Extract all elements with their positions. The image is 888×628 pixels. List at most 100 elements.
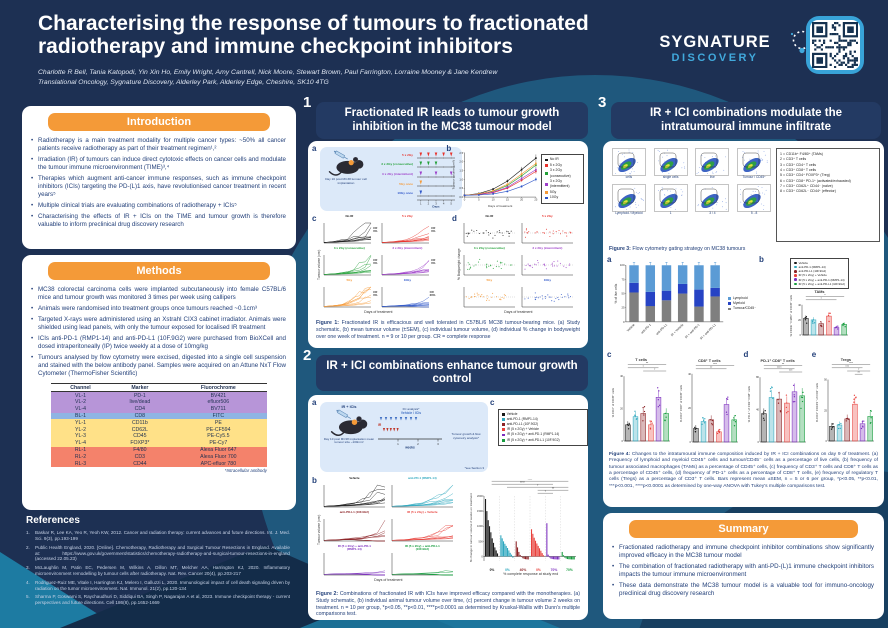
- reference-item: 1.Baskar R, Lee KA, Yeo R, Yeoh KW, 2012…: [26, 530, 290, 542]
- antibody-table-cell: BL-1: [75, 413, 86, 420]
- regimen-row: 5Gy once: [369, 180, 459, 189]
- regimen-name: 5Gy once: [399, 181, 413, 186]
- flow-plot-single cells: single cells: [651, 148, 691, 181]
- mini-plot-chart: [392, 553, 454, 576]
- legend-marker: [502, 433, 505, 437]
- methods-card: Methods •MC38 colorectal carcinoma cells…: [22, 255, 296, 510]
- bullet-item: •Tumours analysed by flow cytometry were…: [31, 354, 286, 378]
- svg-text:40: 40: [620, 374, 623, 378]
- svg-text:0: 0: [482, 554, 484, 558]
- bullet-item: •Targeted X-rays were administered using…: [31, 316, 286, 332]
- reference-number: 2.: [26, 544, 30, 550]
- svg-text:100: 100: [620, 263, 625, 267]
- flow-plot-chart: [612, 184, 646, 212]
- mini-plot-title: 10Gy: [543, 279, 552, 282]
- legend-item: 3 x 2Gy (consecutive): [545, 168, 580, 179]
- x-axis-label: Days of treatment: [374, 578, 403, 582]
- mini-plot-title: 5 x 2Gy: [402, 215, 413, 218]
- svg-text:500: 500: [479, 539, 484, 543]
- reference-text: Sharma P, Goswami S, Raychaudhuri D, Sid…: [35, 594, 290, 606]
- x-axis-label: % complete response at study end: [503, 572, 559, 576]
- antibody-table-header: Marker: [110, 383, 170, 393]
- mini-plot-3 x 2Gy (consecutive): 3 x 2Gy (consecutive)CR0%: [321, 247, 377, 278]
- mini-plot-chart: [382, 287, 430, 308]
- mini-scatter-chart: [522, 287, 574, 308]
- legend-marker: [794, 265, 797, 269]
- mini-plot-chart: [382, 255, 430, 276]
- regimen-row: 3 x 2Gy (intermittent): [369, 170, 459, 179]
- svg-text:*: *: [654, 367, 656, 371]
- flow-plot-chart: [737, 148, 771, 176]
- svg-text:20: 20: [688, 406, 691, 410]
- svg-text:*: *: [642, 364, 644, 368]
- cr-percent: 70%: [566, 568, 573, 572]
- antibody-table-cell: VL-4: [75, 406, 86, 413]
- legend-label: Tumour/CD45⁻: [733, 306, 756, 311]
- section2-number: 2: [303, 347, 312, 364]
- mini-plot-title: 3 x 2Gy (consecutive): [333, 247, 365, 250]
- gating-legend-item: 2 = CD3⁺ T cells: [780, 157, 807, 162]
- legend-item: IR (5 x 2Gy) + anti-PD-1 (RMP1-14): [502, 432, 584, 437]
- figure2-caption: Figure 2: Combinations of fractionated I…: [312, 590, 584, 618]
- antibody-table-cell: PE: [214, 419, 222, 426]
- section3-number: 3: [598, 94, 607, 111]
- legend-label: anti-PD-1 (RMP1-14): [798, 264, 826, 269]
- schematic-footnote: *see Section 3: [464, 466, 484, 470]
- cr-percent: 0%: [505, 568, 510, 572]
- qr-code-pattern: [810, 20, 860, 70]
- antibody-table-cell: BV711: [210, 406, 226, 413]
- cr-percent: 0%: [536, 568, 541, 572]
- reference-item: 5.Sharma P, Goswami S, Raychaudhuri D, S…: [26, 594, 290, 606]
- legend-item: anti-PD-L1 (10F.9G2): [794, 269, 845, 273]
- mini-plot-title: 5 x 2Gy: [542, 215, 553, 218]
- poster-authors: Charlotte R Bell, Tania Katopodi, Yin Xi…: [38, 69, 498, 76]
- mini-plot-title: 5Gy: [346, 279, 353, 282]
- svg-text:40: 40: [798, 303, 801, 307]
- panel-letter-c: c: [490, 398, 495, 407]
- svg-text:weeks: weeks: [404, 446, 415, 449]
- antibody-table-cell: live/dead: [129, 399, 151, 406]
- svg-text:1: 1: [397, 442, 399, 446]
- mini-plot-title: 10Gy: [403, 279, 412, 282]
- svg-text:**: **: [710, 365, 713, 369]
- panel-letter: e: [811, 349, 817, 359]
- regimen-name: 3 x 2Gy (consecutive): [381, 162, 413, 167]
- antibody-table-cell: efluor506: [207, 399, 230, 406]
- references-title: References: [26, 515, 80, 526]
- antibody-table-cell: YL-4: [75, 440, 86, 447]
- panel-letter-b: b: [312, 476, 317, 485]
- regimen-timeline: [417, 171, 455, 178]
- antibody-table-cell: Alexa Fluor 647: [200, 446, 237, 453]
- legend-marker: [502, 413, 505, 416]
- legend-marker: [545, 196, 548, 200]
- regimen-row: 3 x 2Gy (consecutive): [369, 161, 459, 170]
- antibody-table-cell: PE-Cy7: [209, 440, 228, 447]
- panel-letter: d: [743, 349, 749, 359]
- cr-percent-row: 0%0%40%0%70%70%: [473, 568, 577, 572]
- flow-plot-label: Tumour / CD45⁺: [742, 175, 766, 179]
- legend-item: IR (5 x 2Gy) + Vehicle: [502, 427, 584, 432]
- svg-text:0.0: 0.0: [460, 195, 464, 199]
- antibody-table-cell: RL-3: [74, 460, 87, 467]
- legend-item: Vehicle: [502, 412, 584, 417]
- legend-marker: [545, 183, 548, 186]
- panel-letter-a: a: [312, 144, 317, 153]
- svg-text:80: 80: [756, 375, 759, 379]
- legend-label: anti-PD-1 (RMP1-14): [506, 417, 538, 422]
- svg-text:25: 25: [535, 198, 538, 202]
- svg-text:25: 25: [621, 305, 625, 309]
